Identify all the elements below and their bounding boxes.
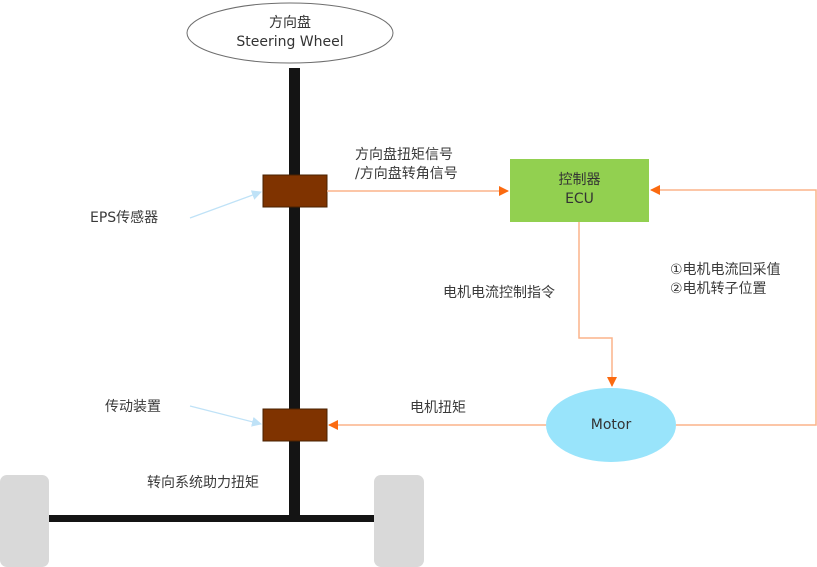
steering-column — [289, 68, 300, 520]
ecu-label: 控制器 ECU — [510, 171, 649, 209]
motor-torque-label: 电机扭矩 — [410, 400, 466, 416]
feedback-label: ①电机电流回采值 ②电机转子位置 — [670, 261, 781, 299]
feedback-arrow — [650, 185, 817, 426]
signal-label-line1: 方向盘扭矩信号 — [355, 147, 453, 163]
transmission-pointer — [189, 405, 262, 427]
eps-sensor-pointer — [189, 190, 262, 219]
current-command-label: 电机电流控制指令 — [443, 285, 555, 301]
ecu-node — [510, 159, 649, 222]
feedback-label-line1: ①电机电流回采值 — [670, 262, 781, 278]
current-command-arrow — [578, 222, 617, 387]
motor-node — [546, 388, 676, 462]
eps-sensor-label: EPS传感器 — [90, 210, 159, 226]
feedback-label-line2: ②电机转子位置 — [670, 281, 767, 297]
steering-wheel-label-cn: 方向盘 — [269, 15, 311, 31]
steering-wheel-label: 方向盘 Steering Wheel — [190, 14, 390, 52]
eps-sensor-block — [262, 174, 328, 208]
steering-wheel-label-en: Steering Wheel — [236, 34, 344, 50]
steering-wheel-node — [186, 2, 394, 64]
right-wheel — [374, 475, 424, 567]
assist-torque-label: 转向系统助力扭矩 — [147, 475, 259, 491]
left-wheel — [0, 475, 49, 567]
signal-label-line2: /方向盘转角信号 — [355, 166, 458, 182]
motor-label: Motor — [590, 417, 632, 433]
transmission-block — [262, 408, 328, 442]
transmission-label: 传动装置 — [105, 399, 161, 415]
signal-label: 方向盘扭矩信号 /方向盘转角信号 — [355, 146, 458, 184]
ecu-label-cn: 控制器 — [558, 172, 601, 188]
ecu-label-en: ECU — [565, 191, 594, 207]
axle — [49, 515, 374, 522]
